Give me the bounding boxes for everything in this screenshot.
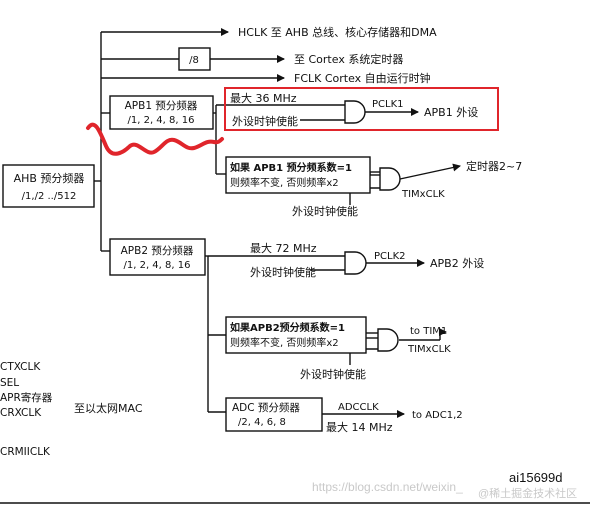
apb2-timxclk-label: TIMxCLK	[407, 344, 451, 355]
to-tim1-label: to TIM1	[410, 326, 447, 337]
ahb-prescaler-box: AHB 预分频器 /1,/2 ../512	[2, 164, 95, 208]
fclk-label: FCLK Cortex 自由运行时钟	[294, 71, 431, 85]
apb1-timer-cond-1: 如果 APB1 预分频系数=1	[230, 161, 352, 174]
apb1-timer-box: 如果 APB1 预分频系数=1 则频率不变, 否则频率x2	[225, 156, 371, 194]
adc-prescaler-title: ADC 预分频器	[232, 401, 300, 414]
left-label-crmiiclk: CRMIICLK	[0, 446, 51, 458]
left-label-apr: APR寄存器	[0, 391, 53, 404]
ahb-prescaler-ratios: /1,/2 ../512	[22, 191, 77, 202]
adc-prescaler-box: ADC 预分频器 /2, 4, 6, 8	[225, 397, 323, 432]
apb1-timer-cond-2: 则频率不变, 否则频率x2	[230, 176, 339, 189]
apb2-timer-and-gate	[377, 328, 399, 352]
top-outputs: HCLK 至 AHB 总线、核心存储器和DMA /8 至 Cortex 系统定时…	[178, 25, 437, 85]
apb1-prescaler-box: APB1 预分频器 /1, 2, 4, 8, 16	[109, 95, 214, 130]
apb2-max-label: 最大 72 MHz	[250, 241, 317, 255]
apb2-dest-label: APB2 外设	[430, 257, 484, 270]
ethernet-mac-label: 至以太网MAC	[74, 402, 143, 415]
apb1-prescaler-ratios: /1, 2, 4, 8, 16	[128, 115, 195, 126]
apb2-timer-box: 如果APB2预分频系数=1 则频率不变, 否则频率x2	[225, 316, 367, 354]
adc-dest-label: to ADC1,2	[412, 410, 463, 421]
left-cut-labels: CTXCLK SEL APR寄存器 CRXCLK CRMIICLK 至以太网MA…	[0, 361, 143, 458]
apb2-prescaler-box: APB2 预分频器 /1, 2, 4, 8, 16	[109, 238, 206, 276]
red-squiggle-annotation	[86, 122, 224, 156]
adcclk-label: ADCCLK	[338, 402, 379, 413]
apb2-enable-label: 外设时钟使能	[250, 265, 316, 279]
div8-label: /8	[189, 55, 199, 66]
apb1-timer-and-gate	[379, 167, 401, 191]
apb2-prescaler-title: APB2 预分频器	[121, 244, 194, 257]
pclk1-label: PCLK1	[372, 99, 404, 110]
apb1-max-label: 最大 36 MHz	[230, 91, 297, 105]
left-label-ctxclk: CTXCLK	[0, 361, 41, 373]
figure-id: ai15699d	[509, 470, 563, 485]
apb2-timer-cond-2: 则频率不变, 否则频率x2	[230, 336, 339, 349]
apb1-enable-label: 外设时钟使能	[232, 114, 298, 128]
pclk2-label: PCLK2	[374, 251, 406, 262]
adc-prescaler-ratios: /2, 4, 6, 8	[238, 417, 286, 428]
apb2-prescaler-ratios: /1, 2, 4, 8, 16	[124, 260, 191, 271]
apb1-timer-enable-label: 外设时钟使能	[292, 204, 358, 218]
div8-box	[178, 47, 211, 71]
highlight-box	[224, 87, 499, 131]
ahb-prescaler-title: AHB 预分频器	[14, 171, 85, 185]
apb2-timer-enable-label: 外设时钟使能	[300, 367, 366, 381]
apb1-wires	[213, 104, 461, 205]
cortex-timer-label: 至 Cortex 系统定时器	[294, 52, 403, 66]
apb1-and-gate	[344, 100, 366, 124]
apb1-dest-label: APB1 外设	[424, 106, 478, 119]
apb2-timer-cond-1: 如果APB2预分频系数=1	[230, 321, 345, 334]
apb1-timxclk-label: TIMxCLK	[401, 189, 445, 200]
trunk-wires	[94, 28, 285, 252]
adc-max-label: 最大 14 MHz	[326, 420, 393, 434]
watermark-url: https://blog.csdn.net/weixin_	[312, 480, 463, 494]
apb1-prescaler-title: APB1 预分频器	[125, 99, 198, 112]
apb1-timer-dest-label: 定时器2~7	[466, 159, 522, 173]
watermark-brand: @稀土掘金技术社区	[478, 486, 577, 500]
hclk-label: HCLK 至 AHB 总线、核心存储器和DMA	[238, 25, 437, 39]
apb2-wires	[205, 255, 447, 418]
apb2-and-gate	[344, 251, 367, 275]
left-label-crxclk: CRXCLK	[0, 407, 42, 419]
left-label-sel: SEL	[0, 377, 19, 389]
